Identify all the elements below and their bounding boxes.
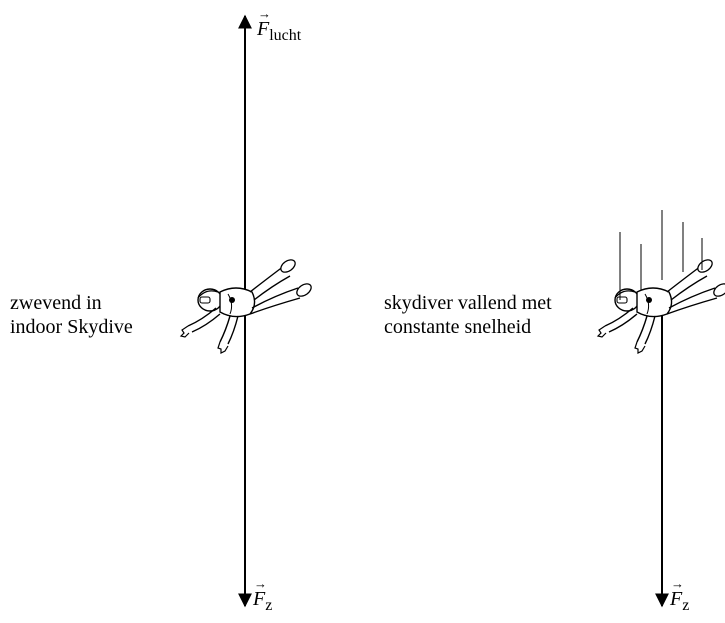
left-caption-line1: zwevend in [10, 292, 102, 314]
force-lucht-symbol: F [257, 6, 271, 41]
force-lucht-label: Flucht [257, 6, 302, 44]
force-z-symbol-left: F [253, 576, 267, 611]
force-z-symbol-right: F [670, 576, 684, 611]
right-caption-line1: skydiver vallend met [384, 292, 552, 314]
force-z-subscript-right: z [682, 597, 690, 614]
right-caption-line2: constante snelheid [384, 316, 532, 338]
skydiver-floating [180, 256, 315, 354]
left-caption-line2: indoor Skydive [10, 316, 133, 338]
force-lucht-subscript: lucht [269, 27, 302, 44]
force-z-label-left: Fz [253, 576, 273, 614]
force-z-label-right: Fz [670, 576, 690, 614]
motion-lines [619, 210, 703, 300]
force-z-subscript-left: z [265, 597, 273, 614]
